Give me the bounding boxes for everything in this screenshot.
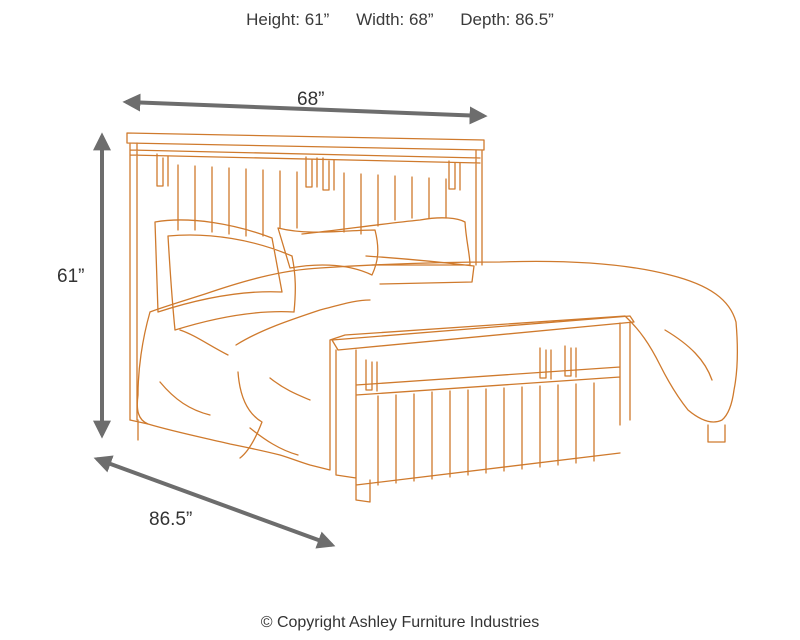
copyright-notice: © Copyright Ashley Furniture Industries bbox=[260, 614, 540, 631]
headboard-slats bbox=[177, 164, 447, 237]
width-arrow bbox=[122, 93, 488, 125]
footboard-hardware bbox=[365, 345, 577, 392]
footboard-slats bbox=[377, 382, 595, 486]
dimension-summary: Height: 61” Width: 68” Depth: 86.5” bbox=[0, 10, 800, 30]
headboard bbox=[126, 132, 485, 421]
depth-dimension-label: 86.5” bbox=[149, 509, 193, 530]
comforter bbox=[136, 260, 738, 471]
depth-spec: Depth: 86.5” bbox=[460, 10, 554, 29]
footboard bbox=[331, 315, 635, 503]
width-spec: Width: 68” bbox=[356, 10, 434, 29]
height-spec: Height: 61” bbox=[246, 10, 330, 29]
bed-legs bbox=[129, 419, 726, 443]
pillows bbox=[154, 217, 475, 331]
bed-outline bbox=[126, 132, 738, 503]
headboard-hardware bbox=[156, 153, 461, 191]
height-dimension-label: 61” bbox=[57, 266, 85, 287]
comforter-folds bbox=[159, 299, 713, 459]
depth-arrow bbox=[93, 455, 336, 549]
width-dimension-label: 68” bbox=[297, 89, 325, 110]
